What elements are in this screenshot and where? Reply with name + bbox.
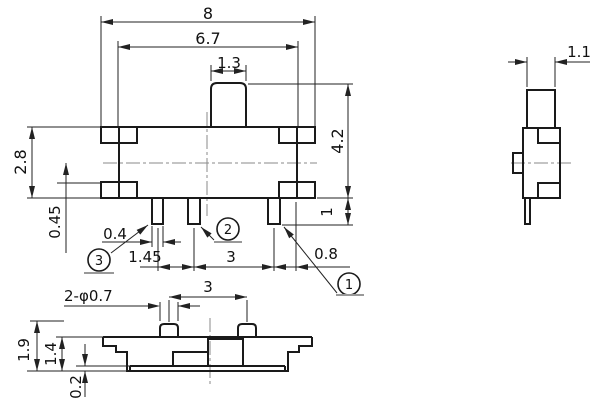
dim-total-width: 8 [203, 4, 213, 23]
dim-lug-thickness: 0.45 [46, 205, 64, 238]
slider-knob [210, 82, 247, 127]
bottom-outline [102, 337, 313, 372]
dim-pin-spacing-small: 1.45 [128, 248, 161, 266]
mounting-lug-bottom-left [100, 181, 138, 199]
mounting-lug-top-left [100, 126, 138, 144]
dim-body-thickness: 1.4 [42, 342, 60, 366]
dim-pin-edge-offset: 0.8 [314, 245, 338, 263]
bottom-contact-block [207, 338, 244, 367]
callout-2-label: 2 [224, 223, 232, 238]
dim-base-plate: 0.2 [67, 375, 85, 399]
callouts: 3 2 1 [84, 217, 364, 296]
dim-line-body-height [27, 126, 100, 199]
dim-pin-pitch: 3 [226, 248, 236, 266]
pin-2 [187, 198, 201, 225]
dim-bump-pitch: 3 [203, 278, 213, 296]
callout-1-label: 1 [345, 278, 353, 293]
dim-pin-width: 0.4 [103, 225, 127, 243]
front-view-dimensions: 8 6.7 1.3 4.2 1 2.8 0.45 0.4 1.45 3 0.8 [11, 4, 353, 271]
bottom-contact-step [172, 351, 209, 367]
bottom-pin-bump-left [159, 323, 179, 337]
side-pin [524, 197, 531, 225]
dim-line-overall-height [248, 83, 353, 199]
side-knob [526, 89, 556, 129]
callout-3-leader [110, 224, 149, 254]
dim-line-pin-width [102, 226, 181, 247]
mounting-lug-top-right [278, 126, 316, 144]
dim-holes: 2-φ0.7 [64, 287, 113, 305]
mounting-lug-bottom-right [278, 181, 316, 199]
dim-body-width: 6.7 [195, 29, 220, 48]
dim-body-height: 2.8 [11, 149, 30, 174]
bottom-pin-bump-right [237, 323, 257, 337]
side-lug-bottom [537, 182, 561, 199]
callout-2-balloon [216, 217, 240, 241]
pin-3 [151, 198, 164, 225]
dim-overall-thickness: 1.9 [15, 338, 33, 362]
dim-line-total-width [100, 16, 316, 126]
dim-line-bump-pitch [168, 296, 248, 322]
callout-3-label: 3 [95, 254, 103, 269]
dim-line-pin-pitch-chain [140, 202, 350, 271]
bottom-view: 3 2-φ0.7 1.9 1.4 0.2 [15, 278, 313, 399]
pin-1 [267, 198, 281, 225]
dim-line-knob-depth [508, 57, 590, 87]
side-lug-top [537, 127, 561, 144]
callout-3-balloon [87, 248, 111, 272]
dim-knob-depth: 1.1 [567, 43, 591, 61]
dim-pin-length: 1 [318, 207, 336, 217]
callout-2-leader [200, 226, 215, 241]
front-view [100, 82, 317, 225]
dim-line-lug-thickness [57, 163, 100, 253]
callout-1-leader [283, 226, 338, 294]
dim-overall-height: 4.2 [328, 128, 347, 153]
side-tab [512, 152, 524, 174]
side-view: 1.1 [508, 43, 591, 225]
dim-knob-width: 1.3 [217, 54, 241, 72]
